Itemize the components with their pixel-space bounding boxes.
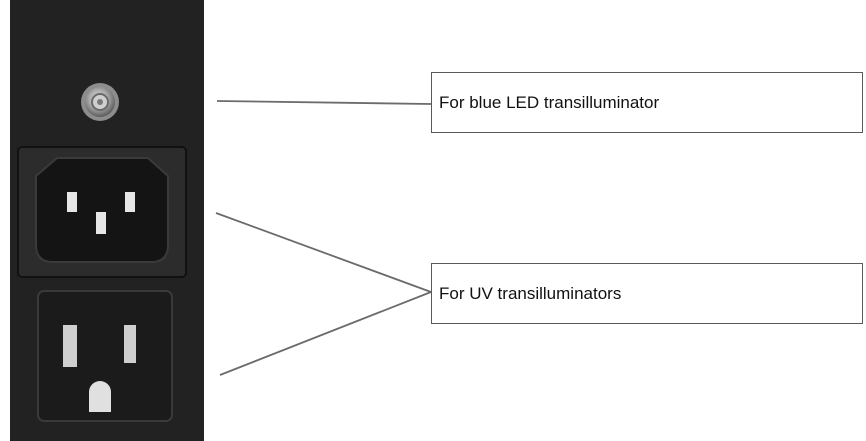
push-button-connector [81,83,119,121]
callout-uv: For UV transilluminators [431,263,863,324]
outlet-left-slot [63,325,77,367]
inlet-left-pin [67,192,77,212]
inlet-right-pin [125,192,135,212]
leader-uv-lower [219,291,432,376]
leader-uv-upper [215,212,432,293]
nema-power-outlet [37,290,173,422]
background-left-margin [0,0,10,441]
outlet-ground-hole [89,381,111,412]
leader-blue-led [216,100,432,105]
inlet-ground-pin [96,212,106,234]
callout-blue-led-text: For blue LED transilluminator [439,92,660,112]
callout-uv-text: For UV transilluminators [439,283,622,303]
callout-blue-led: For blue LED transilluminator [431,72,863,133]
iec-power-inlet [17,146,187,278]
outlet-right-slot [124,325,136,363]
